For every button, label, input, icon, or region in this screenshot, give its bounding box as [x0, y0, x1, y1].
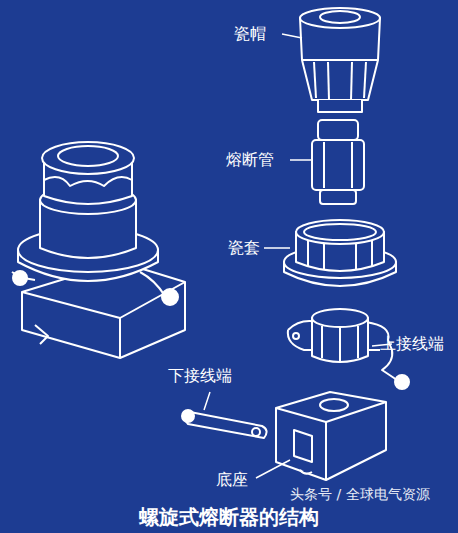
part-label: 下接线端	[168, 366, 232, 385]
part-label: 瓷帽	[234, 24, 266, 43]
part-label: 底座	[216, 470, 248, 489]
assembled-fuse	[12, 142, 185, 358]
base	[276, 392, 386, 480]
watermark: 头条号 / 全球电气资源	[290, 486, 430, 503]
part-label: 熔断管	[226, 150, 274, 169]
porcelain-sleeve	[284, 220, 396, 286]
leader-lines	[204, 34, 392, 478]
lower-terminal	[182, 410, 267, 438]
fuse-tube	[312, 120, 364, 204]
diagram-title: 螺旋式熔断器的结构	[139, 505, 319, 529]
part-label: 上接线端	[380, 334, 444, 353]
part-label: 瓷套	[228, 238, 260, 257]
porcelain-cap	[300, 8, 380, 112]
